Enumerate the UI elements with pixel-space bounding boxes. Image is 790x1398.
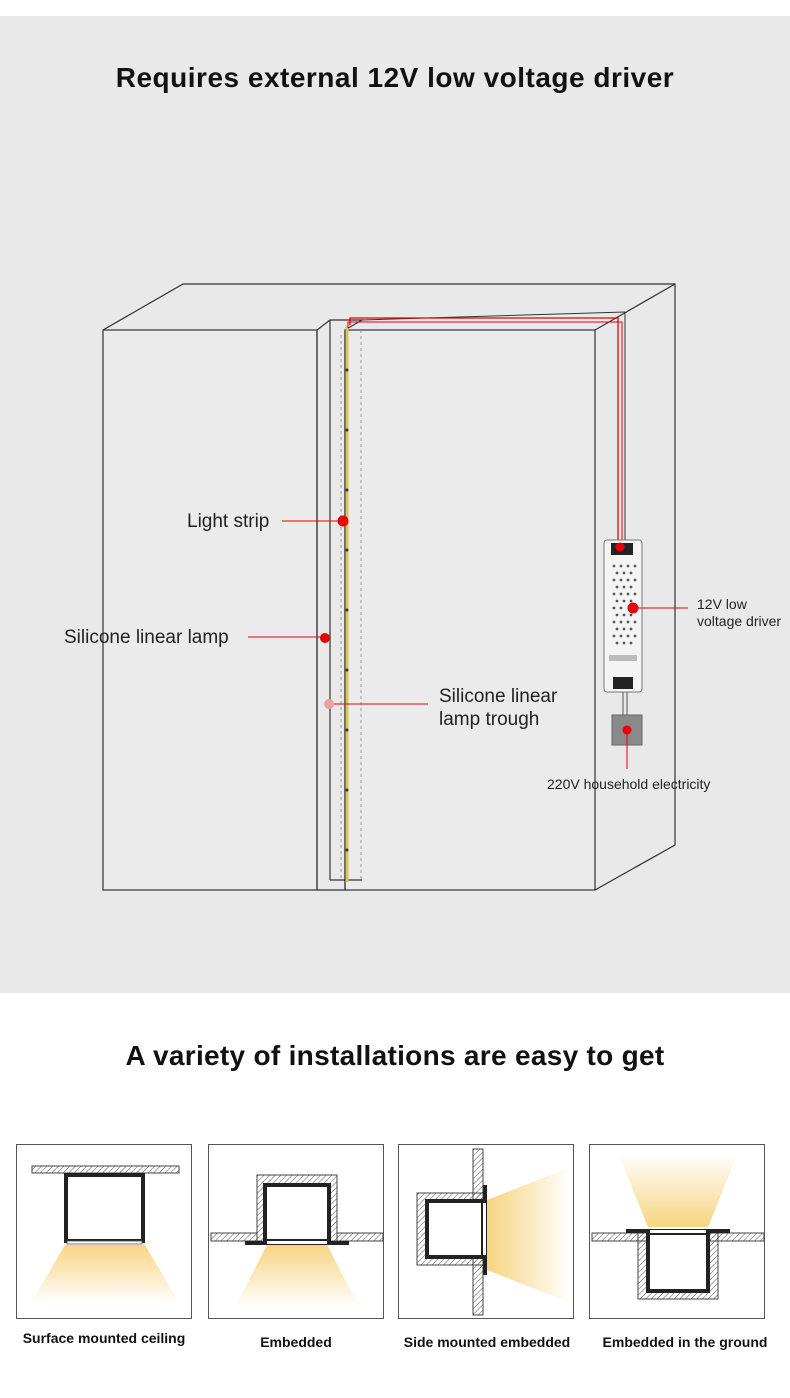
installations-title: A variety of installations are easy to g… bbox=[125, 1040, 665, 1071]
callout-silicone-lamp bbox=[248, 633, 330, 643]
driver-vent-dots bbox=[612, 564, 637, 645]
caption-embedded: Embedded bbox=[260, 1334, 332, 1350]
caption-embedded-in-ground: Embedded in the ground bbox=[602, 1334, 768, 1350]
install-panel-ground bbox=[589, 1144, 765, 1319]
label-light-strip: Light strip bbox=[187, 511, 270, 532]
label-household-electricity: 220V household electricity bbox=[547, 776, 711, 792]
label-driver-line2: voltage driver bbox=[697, 613, 782, 629]
caption-surface-mounted-ceiling: Surface mounted ceiling bbox=[22, 1330, 186, 1346]
cabinet-diagram bbox=[102, 283, 688, 891]
light-strip-leds bbox=[345, 368, 349, 852]
callout-trough bbox=[324, 699, 428, 709]
left-cabinet-front bbox=[102, 329, 318, 891]
callout-household bbox=[622, 725, 632, 769]
callout-light-strip bbox=[282, 515, 349, 527]
label-trough-line1: Silicone linear bbox=[439, 686, 558, 707]
embedded-illustration bbox=[210, 1174, 384, 1307]
install-panel-side-embedded bbox=[398, 1144, 574, 1319]
callout-driver bbox=[627, 602, 688, 614]
label-lamp-trough: Silicone linear lamp trough bbox=[439, 685, 557, 731]
side-embedded-illustration bbox=[416, 1148, 571, 1316]
install-panel-embedded bbox=[208, 1144, 384, 1319]
right-cabinet-front bbox=[344, 329, 596, 891]
callout-driver-top bbox=[615, 542, 625, 552]
label-driver-line1: 12V low bbox=[697, 596, 747, 612]
driver-box bbox=[603, 539, 643, 693]
ground-embedded-illustration bbox=[591, 1153, 765, 1300]
label-silicone-linear-lamp: Silicone linear lamp bbox=[64, 627, 229, 648]
install-panel-surface-ceiling bbox=[16, 1144, 192, 1319]
label-trough-line2: lamp trough bbox=[439, 709, 540, 730]
page-title: Requires external 12V low voltage driver bbox=[115, 62, 675, 93]
surface-ceiling-illustration bbox=[31, 1165, 180, 1303]
label-driver: 12V low voltage driver bbox=[697, 596, 781, 630]
caption-side-mounted-embedded: Side mounted embedded bbox=[403, 1334, 571, 1350]
wire-negative bbox=[347, 321, 623, 545]
